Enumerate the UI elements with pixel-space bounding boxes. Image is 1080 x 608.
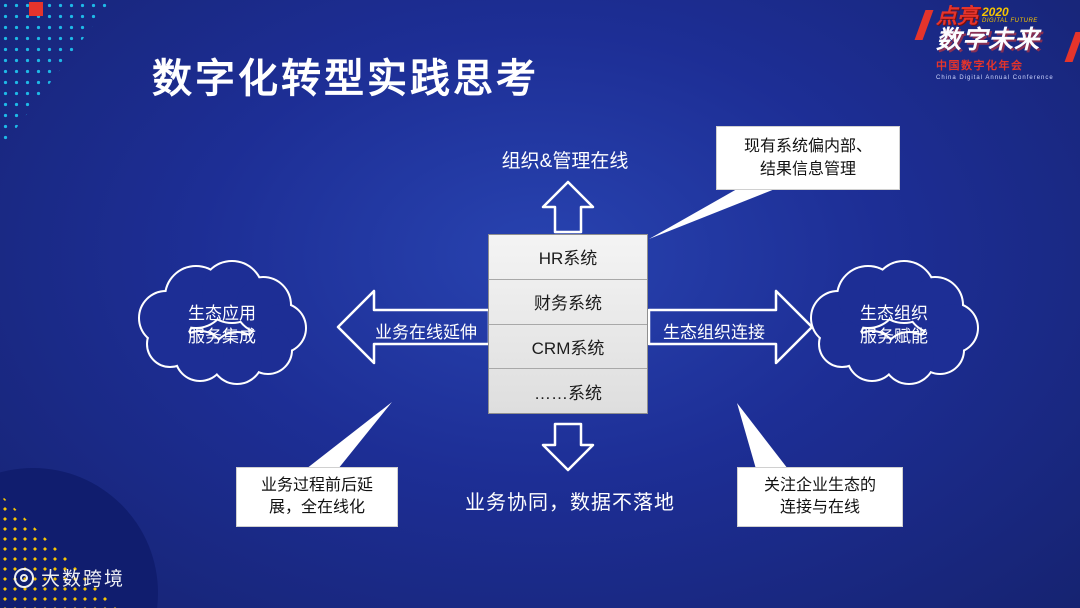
red-square-decoration — [29, 2, 43, 16]
system-stack-row-finance: 财务系统 — [489, 280, 647, 325]
callout-line-1: 现有系统偏内部、 — [743, 137, 872, 155]
right-cloud-line-2: 服务赋能 — [860, 327, 928, 346]
right-cloud-line-1: 生态组织 — [860, 304, 928, 323]
red-slash-icon — [914, 10, 934, 40]
watermark: 大数跨境 — [14, 564, 125, 591]
logo-conference-name: 中国数字化年会 — [936, 59, 1024, 72]
system-stack-row-hr: HR系统 — [489, 235, 647, 280]
logo-tagline: DIGITAL FUTURE — [982, 18, 1038, 24]
bottom-left-pointer — [306, 402, 392, 469]
left-arrow-label: 业务在线延伸 — [375, 323, 477, 342]
logo-top-row: 点亮 2020 DIGITAL FUTURE — [936, 6, 1068, 27]
system-stack-row-crm: CRM系统 — [489, 325, 647, 370]
watermark-text: 大数跨境 — [41, 569, 126, 590]
bottom-right-pointer — [737, 403, 788, 469]
bottom-left-box: 业务过程前后延 展，全在线化 — [236, 467, 398, 527]
down-arrow-icon — [541, 422, 595, 472]
right-cloud-label: 生态组织 服务赋能 — [834, 302, 954, 348]
system-stack: HR系统 财务系统 CRM系统 ……系统 — [488, 234, 648, 414]
left-cloud-label: 生态应用 服务集成 — [162, 302, 282, 348]
logo-conference-name-en: China Digital Annual Conference — [936, 74, 1054, 81]
logo-subtitle: 数字未来 — [936, 26, 1041, 54]
bottom-right-box-line-2: 连接与在线 — [779, 499, 860, 516]
bottom-left-box-line-1: 业务过程前后延 — [260, 476, 373, 494]
page-title: 数字化转型实践思考 — [152, 57, 539, 101]
bottom-right-box-line-1: 关注企业生态的 — [763, 476, 876, 494]
logo-brand: 点亮 — [936, 5, 978, 28]
conference-logo: 点亮 2020 DIGITAL FUTURE 数字未来 中国数字化年会 Chin… — [914, 6, 1080, 81]
bottom-left-box-line-2: 展，全在线化 — [268, 499, 365, 516]
left-cloud-line-2: 服务集成 — [188, 327, 256, 346]
left-cloud-line-1: 生态应用 — [188, 304, 256, 323]
callout-pointer — [649, 189, 775, 239]
right-arrow-label: 生态组织连接 — [663, 323, 765, 342]
callout-line-2: 结果信息管理 — [759, 161, 856, 178]
logo-year: 2020 — [982, 5, 1009, 19]
org-management-label: 组织&管理在线 — [501, 151, 629, 172]
bottom-caption: 业务协同，数据不落地 — [465, 492, 675, 514]
callout-box: 现有系统偏内部、 结果信息管理 — [716, 126, 900, 190]
dashukuajing-logo-icon — [14, 567, 34, 588]
cyan-dots-decoration — [0, 0, 112, 150]
up-arrow-icon — [541, 180, 595, 234]
bottom-right-box: 关注企业生态的 连接与在线 — [737, 467, 903, 527]
system-stack-row-other: ……系统 — [534, 383, 602, 403]
